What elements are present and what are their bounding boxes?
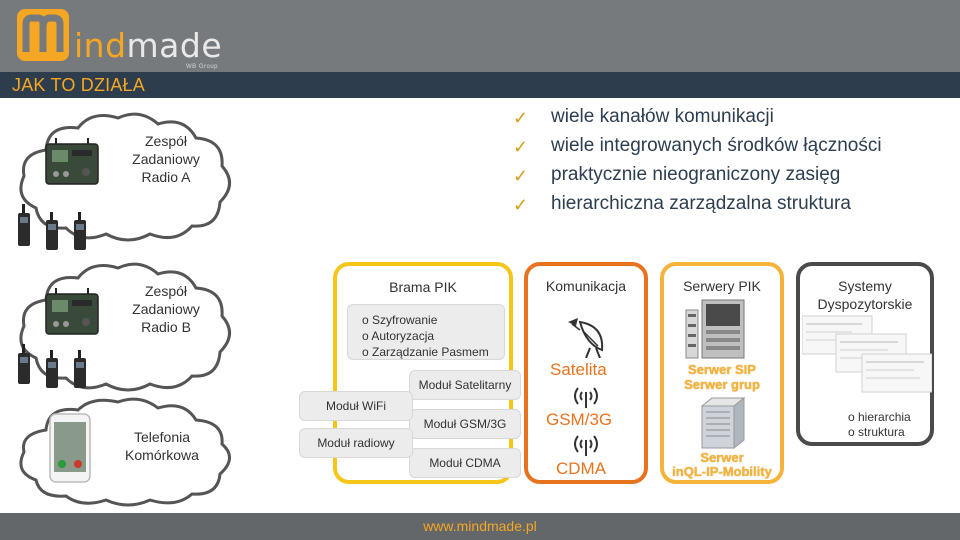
mindmade-logo[interactable]: mindmade WB Group (14, 6, 234, 68)
module-radio[interactable]: Moduł radiowy (299, 428, 413, 458)
cloud-phone-label: Telefonia Komórkowa (102, 428, 222, 464)
gsm-label: GSM/3G (546, 410, 612, 430)
dispatch-title-line2: Dyspozytorskie (800, 296, 930, 312)
checklist-item-text: hierarchiczna zarządzalna struktura (551, 193, 851, 215)
gateway-features-box: o Szyfrowanie o Autoryzacja o Zarządzani… (347, 304, 505, 360)
dispatch-item-structure: o struktura (848, 425, 911, 440)
module-wifi[interactable]: Moduł WiFi (299, 391, 413, 421)
smartphone-icon (44, 412, 96, 484)
communication-title: Komunikacja (528, 278, 644, 294)
handheld-radio-icon (44, 212, 60, 252)
radio-gateway-icon (44, 288, 100, 338)
handheld-radio-icon (72, 212, 88, 252)
feature-bandwidth: o Zarządzanie Pasmem (362, 344, 489, 360)
dispatch-screen-icon (802, 314, 932, 396)
module-gsm[interactable]: Moduł GSM/3G (409, 409, 521, 439)
antenna-icon (570, 432, 602, 456)
logo-m-icon (14, 6, 72, 64)
radio-gateway-icon (44, 138, 100, 188)
checklist-item-text: wiele kanałów komunikacji (551, 106, 774, 128)
cloud-team-b-label: Zespół Zadaniowy Radio B (106, 282, 226, 336)
feature-encryption: o Szyfrowanie (362, 312, 489, 328)
dispatch-item-hierarchy: o hierarchia (848, 410, 911, 425)
module-satellite-label: Moduł Satelitarny (410, 378, 520, 392)
handheld-radio-icon (16, 204, 32, 248)
logo-text-part3: made (127, 26, 223, 65)
check-icon: ✓ (513, 137, 528, 158)
server-mobility-label-1: Serwer (664, 450, 780, 465)
server-group-label: Serwer grup (664, 377, 780, 392)
module-gsm-label: Moduł GSM/3G (410, 417, 520, 431)
communication-panel: Komunikacja Satelita GSM/3G CDMA (524, 262, 648, 484)
cloud-team-b-line3: Radio B (106, 318, 226, 336)
handheld-radio-icon (16, 344, 32, 386)
module-wifi-label: Moduł WiFi (300, 399, 412, 413)
server-icon (698, 396, 746, 450)
checklist-item-text: wiele integrowanych środków łączności (551, 135, 882, 157)
feature-authorization: o Autoryzacja (362, 328, 489, 344)
logo-text-part2: ind (74, 26, 127, 65)
satellite-dish-icon (562, 314, 610, 358)
module-satellite[interactable]: Moduł Satelitarny (409, 370, 521, 400)
server-mobility-label-2: inQL-IP-Mobility (664, 464, 780, 479)
dispatch-title-line1: Systemy (800, 278, 930, 294)
cloud-team-b-line2: Zadaniowy (106, 300, 226, 318)
satellite-label: Satelita (550, 360, 607, 380)
gateway-title: Brama PIK (337, 279, 509, 295)
footer-url-link[interactable]: www.mindmade.pl (0, 518, 960, 534)
cdma-label: CDMA (556, 459, 606, 479)
logo-wordmark: mindmade (74, 26, 222, 65)
cloud-team-a-label: Zespół Zadaniowy Radio A (106, 132, 226, 186)
cloud-phone-line1: Telefonia (102, 428, 222, 446)
cloud-phone-line2: Komórkowa (102, 446, 222, 464)
title-bar: JAK TO DZIAŁA (0, 72, 960, 98)
checklist-item-text: praktycznie nieograniczony zasięg (551, 164, 840, 186)
check-icon: ✓ (513, 195, 528, 216)
module-cdma[interactable]: Moduł CDMA (409, 448, 521, 478)
dispatch-panel: Systemy Dyspozytorskie o hierarchia o st… (796, 262, 934, 446)
servers-panel: Serwery PIK Serwer SIP Serwer grup Serwe… (660, 262, 784, 484)
module-cdma-label: Moduł CDMA (410, 456, 520, 470)
cloud-team-a-line3: Radio A (106, 168, 226, 186)
dispatch-list: o hierarchia o struktura (848, 410, 911, 440)
handheld-radio-icon (44, 350, 60, 390)
server-icon (684, 298, 748, 360)
cloud-team-a-line2: Zadaniowy (106, 150, 226, 168)
footer-bar: www.mindmade.pl (0, 513, 960, 540)
check-icon: ✓ (513, 108, 528, 129)
check-icon: ✓ (513, 166, 528, 187)
cloud-team-b-line1: Zespół (106, 282, 226, 300)
handheld-radio-icon (72, 350, 88, 390)
antenna-icon (570, 384, 602, 408)
server-sip-label: Serwer SIP (664, 362, 780, 377)
servers-title: Serwery PIK (664, 278, 780, 294)
header-bar: mindmade WB Group (0, 0, 960, 72)
page-title: JAK TO DZIAŁA (12, 75, 145, 96)
logo-subtitle: WB Group (186, 64, 218, 70)
cloud-team-a-line1: Zespół (106, 132, 226, 150)
module-radio-label: Moduł radiowy (300, 436, 412, 450)
